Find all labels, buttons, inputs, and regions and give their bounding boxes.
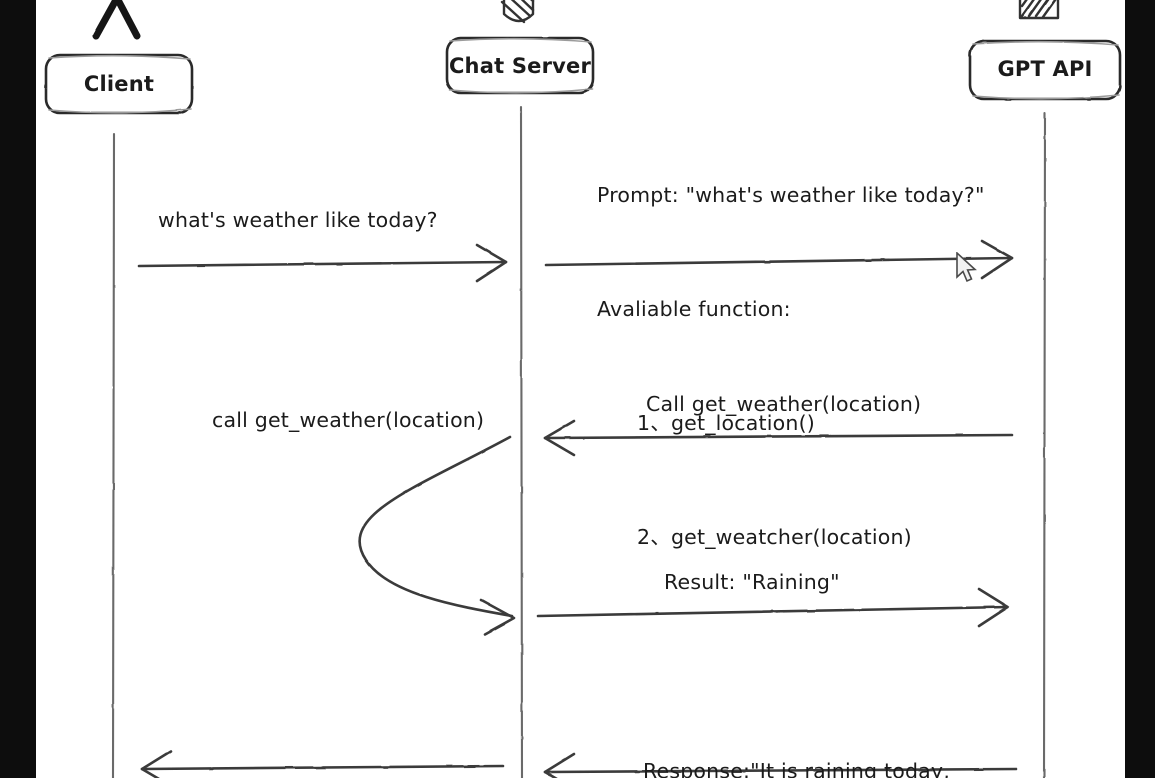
note-prompt-available-functions: Prompt: "what's weather like today?" Ava… xyxy=(597,100,985,632)
lifeline-gpt-api xyxy=(1042,111,1047,778)
lifeline-chat-server xyxy=(519,105,524,778)
note-line-get-weatcher: 2、get_weatcher(location) xyxy=(637,525,912,549)
participant-box-chat-server xyxy=(445,36,595,95)
note-line-available-function: Avaliable function: xyxy=(597,297,791,321)
message-label-m4-self-loop: call get_weather(location) xyxy=(212,408,485,432)
participant-box-client xyxy=(44,53,194,115)
participant-label-gpt-api: GPT API xyxy=(997,57,1093,81)
sequence-diagram-sketch xyxy=(44,0,1122,778)
note-line-get-location: 1、get_location() xyxy=(637,411,815,435)
person-head-icon xyxy=(92,0,141,40)
message-label-m6-line1: Response:"It is raining today, xyxy=(643,759,950,778)
participant-box-gpt-api xyxy=(968,39,1122,101)
message-arrow-m6 xyxy=(543,752,1018,778)
letterbox-bar-left xyxy=(0,0,36,778)
message-label-m5: Result: "Raining" xyxy=(664,570,840,594)
message-label-m3: Call get_weather(location) xyxy=(646,392,922,416)
message-arrow-m5 xyxy=(536,587,1010,628)
lifeline-client xyxy=(111,132,116,778)
message-arrow-m3 xyxy=(543,419,1014,457)
message-arrow-m2 xyxy=(544,239,1014,280)
message-label-m6: Response:"It is raining today, don't for… xyxy=(643,676,950,778)
message-label-m7: It is raining today, don't forget your u… xyxy=(202,674,477,778)
cloud-api-icon xyxy=(1018,0,1060,20)
server-icon xyxy=(500,0,535,24)
message-arrow-m1 xyxy=(137,243,508,283)
whiteboard-canvas: Client Chat Server GPT API Prompt: "what… xyxy=(36,0,1125,778)
message-arrow-m4-self-loop xyxy=(358,435,516,636)
message-arrow-m7 xyxy=(140,749,505,778)
message-label-m1: what's weather like today? xyxy=(158,208,438,232)
participant-label-chat-server: Chat Server xyxy=(448,54,592,78)
note-line-prompt: Prompt: "what's weather like today?" xyxy=(597,183,985,207)
letterbox-bar-right xyxy=(1125,0,1155,778)
participant-label-client: Client xyxy=(83,72,155,96)
